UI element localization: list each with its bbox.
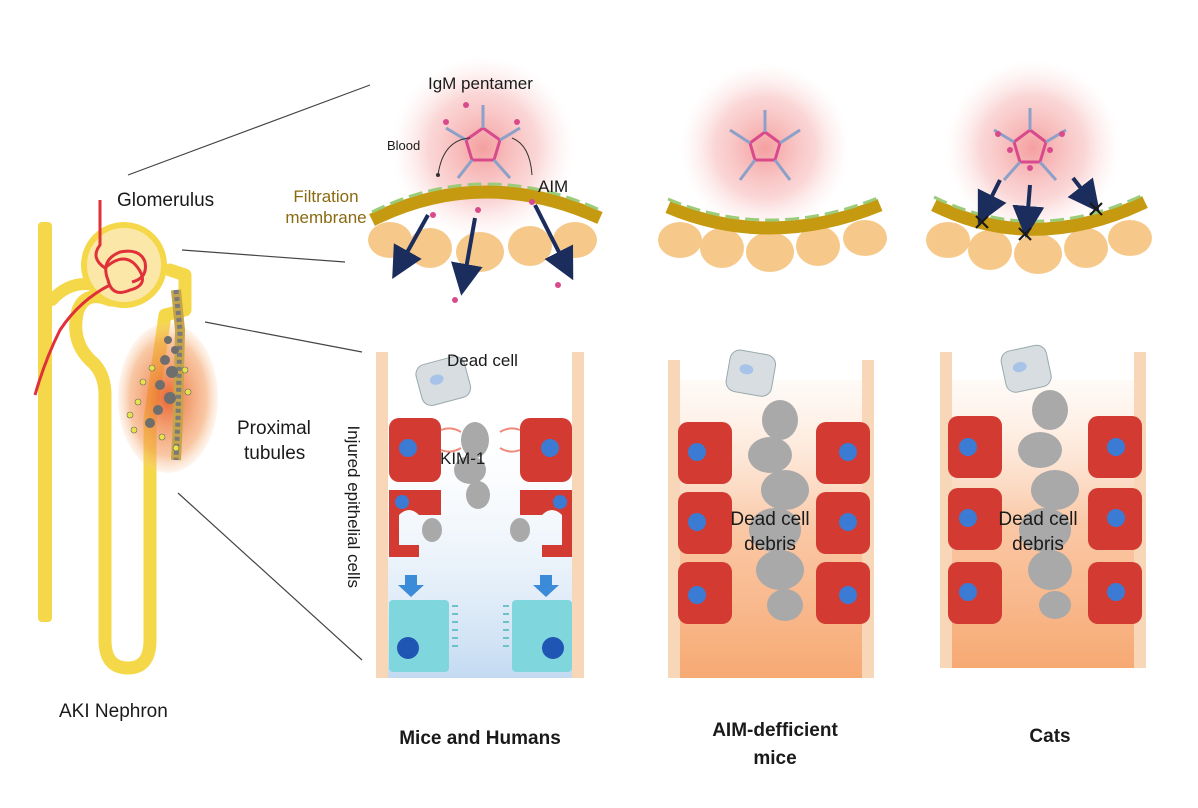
panel-title-aim-deficient-line2: mice [753, 748, 797, 769]
debris-cluster [145, 336, 179, 428]
aki-nephron-label: AKI Nephron [59, 701, 168, 722]
debris-label-3-line1: Dead cell [998, 509, 1078, 530]
healthy-cells [389, 600, 572, 672]
panel-title-cats: Cats [1029, 726, 1071, 747]
filtration-membrane-label-line2: membrane [285, 208, 367, 227]
filtration-panel-3 [926, 60, 1152, 274]
aim-dots [126, 364, 192, 452]
filtration-arrows [392, 204, 574, 296]
dead-cell-2 [725, 349, 777, 397]
dead-cell-3 [1000, 344, 1052, 393]
proximal-tubules-label-line1: Proximal [237, 418, 311, 439]
blocked-arrows [977, 176, 1100, 238]
zoom-lines [127, 84, 371, 661]
filtration-panel-2 [658, 63, 887, 272]
dead-cell [415, 355, 472, 406]
tubule-panel-3 [940, 344, 1146, 668]
panel-title-aim-deficient-line1: AIM-defficient [712, 720, 838, 741]
igm-pentamer-2 [729, 110, 801, 181]
glomerulus-capsule [81, 222, 167, 308]
debris-lumen-2 [748, 400, 809, 621]
tubule-panel-2 [668, 349, 874, 678]
aim-molecules [430, 102, 561, 303]
debris-label-2-line1: Dead cell [730, 509, 810, 530]
nephron [33, 200, 218, 675]
proximal-tubules-label-line2: tubules [244, 443, 306, 464]
injured-epithelial-cells-label: Injured epithelial cells [344, 425, 364, 589]
glomerulus-label: Glomerulus [117, 190, 215, 211]
filtration-membrane-label-line1: Filtration [293, 187, 359, 206]
kim1-label: KIM-1 [440, 449, 486, 468]
filtration-membrane [369, 185, 603, 226]
aim-label: AIM [538, 177, 569, 196]
debris-label-2-line2: debris [744, 534, 796, 555]
panel-title-mice-humans: Mice and Humans [399, 728, 561, 749]
tubule-panel-1 [376, 352, 584, 678]
dead-cell-label: Dead cell [447, 351, 518, 370]
regeneration-arrows [398, 575, 559, 597]
block-marks [975, 202, 1103, 241]
collecting-duct [38, 222, 52, 622]
igm-pentamer-3 [993, 108, 1067, 181]
filtration-panel-1 [368, 56, 603, 303]
capillary [33, 200, 147, 396]
igm-pentamer-label: IgM pentamer [428, 74, 533, 93]
blood-label: Blood [387, 138, 421, 153]
debris-lumen-3 [1018, 390, 1079, 619]
debris-lumen-1 [422, 422, 530, 542]
debris-label-3-line2: debris [1012, 534, 1064, 555]
